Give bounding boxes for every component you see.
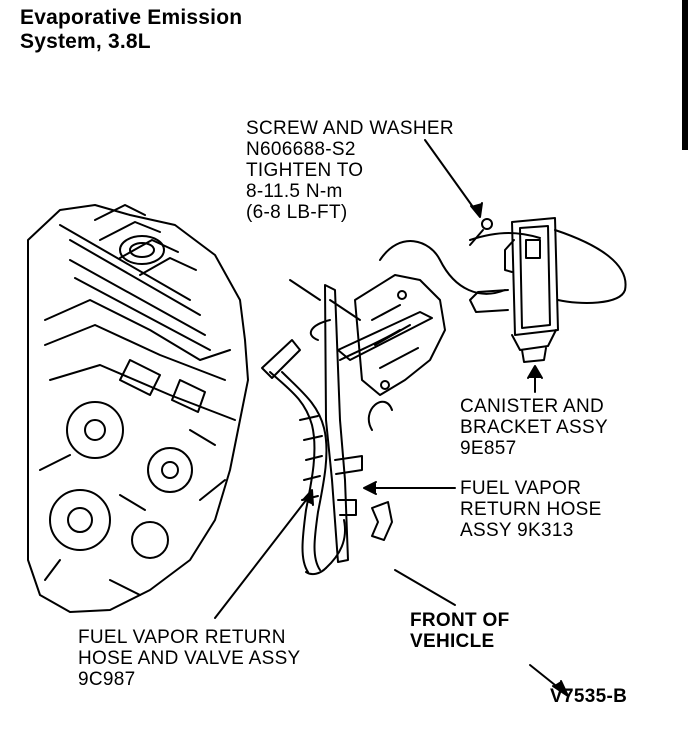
screw-callout-line-4: 8-11.5 N-m — [246, 181, 343, 202]
hose-valve-callout: FUEL VAPOR RETURN HOSE AND VALVE ASSY 9C… — [78, 627, 301, 690]
return-hose-callout: FUEL VAPOR RETURN HOSE ASSY 9K313 — [460, 478, 602, 541]
canister-callout-line-2: BRACKET ASSY — [460, 417, 608, 438]
canister-callout-line-3: 9E857 — [460, 438, 517, 459]
diagram-title: Evaporative Emission System, 3.8L — [20, 6, 242, 54]
hose-valve-callout-line-3: 9C987 — [78, 669, 136, 690]
figure-code: V7535-B — [550, 686, 628, 707]
screw-and-washer — [469, 218, 493, 246]
front-of-vehicle-line-1: FRONT OF — [410, 610, 510, 631]
screw-callout-line-1: SCREW AND WASHER — [246, 118, 454, 139]
hose-and-valve-assy — [261, 339, 328, 573]
canister-callout: CANISTER AND BRACKET ASSY 9E857 — [460, 396, 608, 459]
scan-edge — [682, 0, 688, 150]
engine-illustration — [27, 204, 249, 613]
screw-callout: SCREW AND WASHER N606688-S2 TIGHTEN TO 8… — [246, 118, 454, 223]
hose-valve-callout-line-1: FUEL VAPOR RETURN — [78, 627, 286, 648]
canister-callout-line-1: CANISTER AND — [460, 396, 605, 417]
screw-callout-line-2: N606688-S2 — [246, 139, 356, 160]
screw-callout-line-5: (6-8 LB-FT) — [246, 202, 348, 223]
canister-and-bracket-assy — [469, 217, 627, 363]
screw-callout-line-3: TIGHTEN TO — [246, 160, 364, 181]
front-of-vehicle-line-2: VEHICLE — [410, 631, 495, 652]
return-hose-callout-line-2: RETURN HOSE — [460, 499, 602, 520]
title-line-2: System, 3.8L — [20, 30, 151, 53]
return-hose-callout-line-1: FUEL VAPOR — [460, 478, 582, 499]
return-hose-callout-line-3: ASSY 9K313 — [460, 520, 574, 541]
front-of-vehicle-callout: FRONT OF VEHICLE — [410, 610, 510, 652]
title-line-1: Evaporative Emission — [20, 6, 243, 29]
leader-lines — [214, 139, 569, 697]
return-hose-assy — [289, 240, 506, 576]
hose-valve-callout-line-2: HOSE AND VALVE ASSY — [78, 648, 301, 669]
